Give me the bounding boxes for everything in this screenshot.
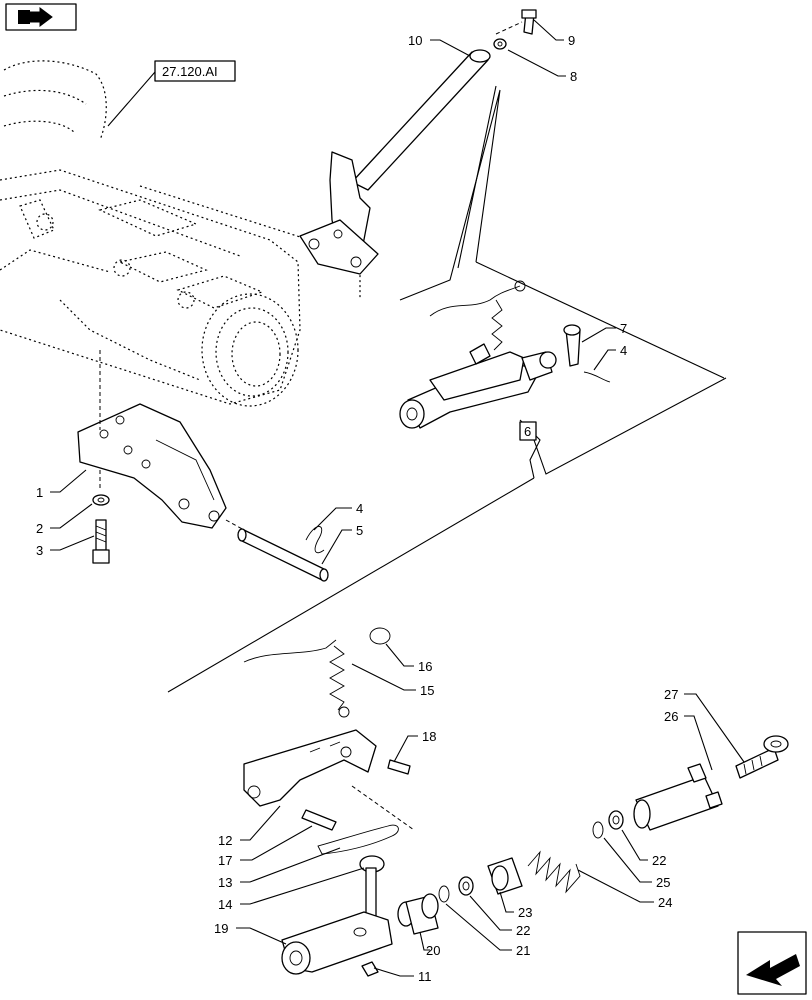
washer — [92, 494, 110, 506]
callout-14: 14 — [218, 897, 232, 912]
spring-24 — [527, 850, 581, 894]
callout-15: 15 — [420, 683, 434, 698]
callout-23: 23 — [518, 905, 532, 920]
callout-4a: 4 — [356, 501, 363, 516]
callout-7: 7 — [620, 321, 627, 336]
callout-2: 2 — [36, 521, 43, 536]
book-arrow-icon[interactable] — [5, 3, 77, 31]
reference-callout[interactable]: 27.120.AI — [107, 60, 236, 127]
circlip-21 — [438, 885, 450, 903]
callout-20: 20 — [426, 943, 440, 958]
stabilizer-assembly-top — [399, 280, 557, 429]
cap-screw — [521, 9, 537, 35]
callout-19: 19 — [214, 921, 228, 936]
grease-nipple — [361, 961, 379, 977]
callout-26: 26 — [664, 709, 678, 724]
ring-link — [369, 627, 391, 645]
callout-22b: 22 — [516, 923, 530, 938]
sleeve-23 — [487, 857, 523, 895]
sleeve-20 — [397, 893, 439, 935]
callout-1: 1 — [36, 485, 43, 500]
callout-21: 21 — [516, 943, 530, 958]
safety-clip — [317, 824, 399, 855]
callout-22a: 22 — [652, 853, 666, 868]
stabilizer-body — [243, 729, 377, 807]
callout-12: 12 — [218, 833, 232, 848]
support-arm — [299, 49, 491, 275]
washer-22a — [458, 876, 474, 896]
callout-10: 10 — [408, 33, 422, 48]
callout-4b: 4 — [620, 343, 627, 358]
eye-bolt-27 — [735, 735, 789, 779]
callout-18: 18 — [422, 729, 436, 744]
callout-9: 9 — [568, 33, 575, 48]
pin-17 — [301, 809, 337, 831]
callout-16: 16 — [418, 659, 432, 674]
washer-small — [493, 38, 507, 50]
spring-clip — [583, 371, 611, 383]
lift-pin — [237, 528, 329, 582]
callout-leaders — [50, 19, 745, 977]
callout-5: 5 — [356, 523, 363, 538]
callout-numbers: 1 2 3 4 5 7 4 8 9 10 11 12 13 14 15 16 1… — [36, 33, 678, 984]
r-clip — [305, 526, 325, 554]
callout-3: 3 — [36, 543, 43, 558]
callout-17: 17 — [218, 853, 232, 868]
rod-end — [281, 855, 393, 975]
callout-11: 11 — [418, 969, 432, 984]
reference-label: 27.120.AI — [162, 64, 218, 79]
callout-25: 25 — [656, 875, 670, 890]
callout-27: 27 — [664, 687, 678, 702]
adjusting-tube-26 — [633, 763, 723, 831]
pin-18 — [387, 759, 411, 775]
mounting-bracket — [77, 403, 227, 529]
circlip-25 — [592, 821, 604, 839]
washer-22b — [608, 810, 624, 830]
callout-13: 13 — [218, 875, 232, 890]
leader-lines — [167, 85, 727, 693]
callout-8: 8 — [570, 69, 577, 84]
callout-24: 24 — [658, 895, 672, 910]
bolt — [92, 519, 110, 564]
chain-spring — [243, 639, 350, 718]
pin-small — [563, 324, 581, 367]
subassembly-tag[interactable] — [519, 421, 537, 441]
subassembly-label: 6 — [524, 424, 531, 439]
arrow-next-icon[interactable] — [737, 931, 807, 995]
